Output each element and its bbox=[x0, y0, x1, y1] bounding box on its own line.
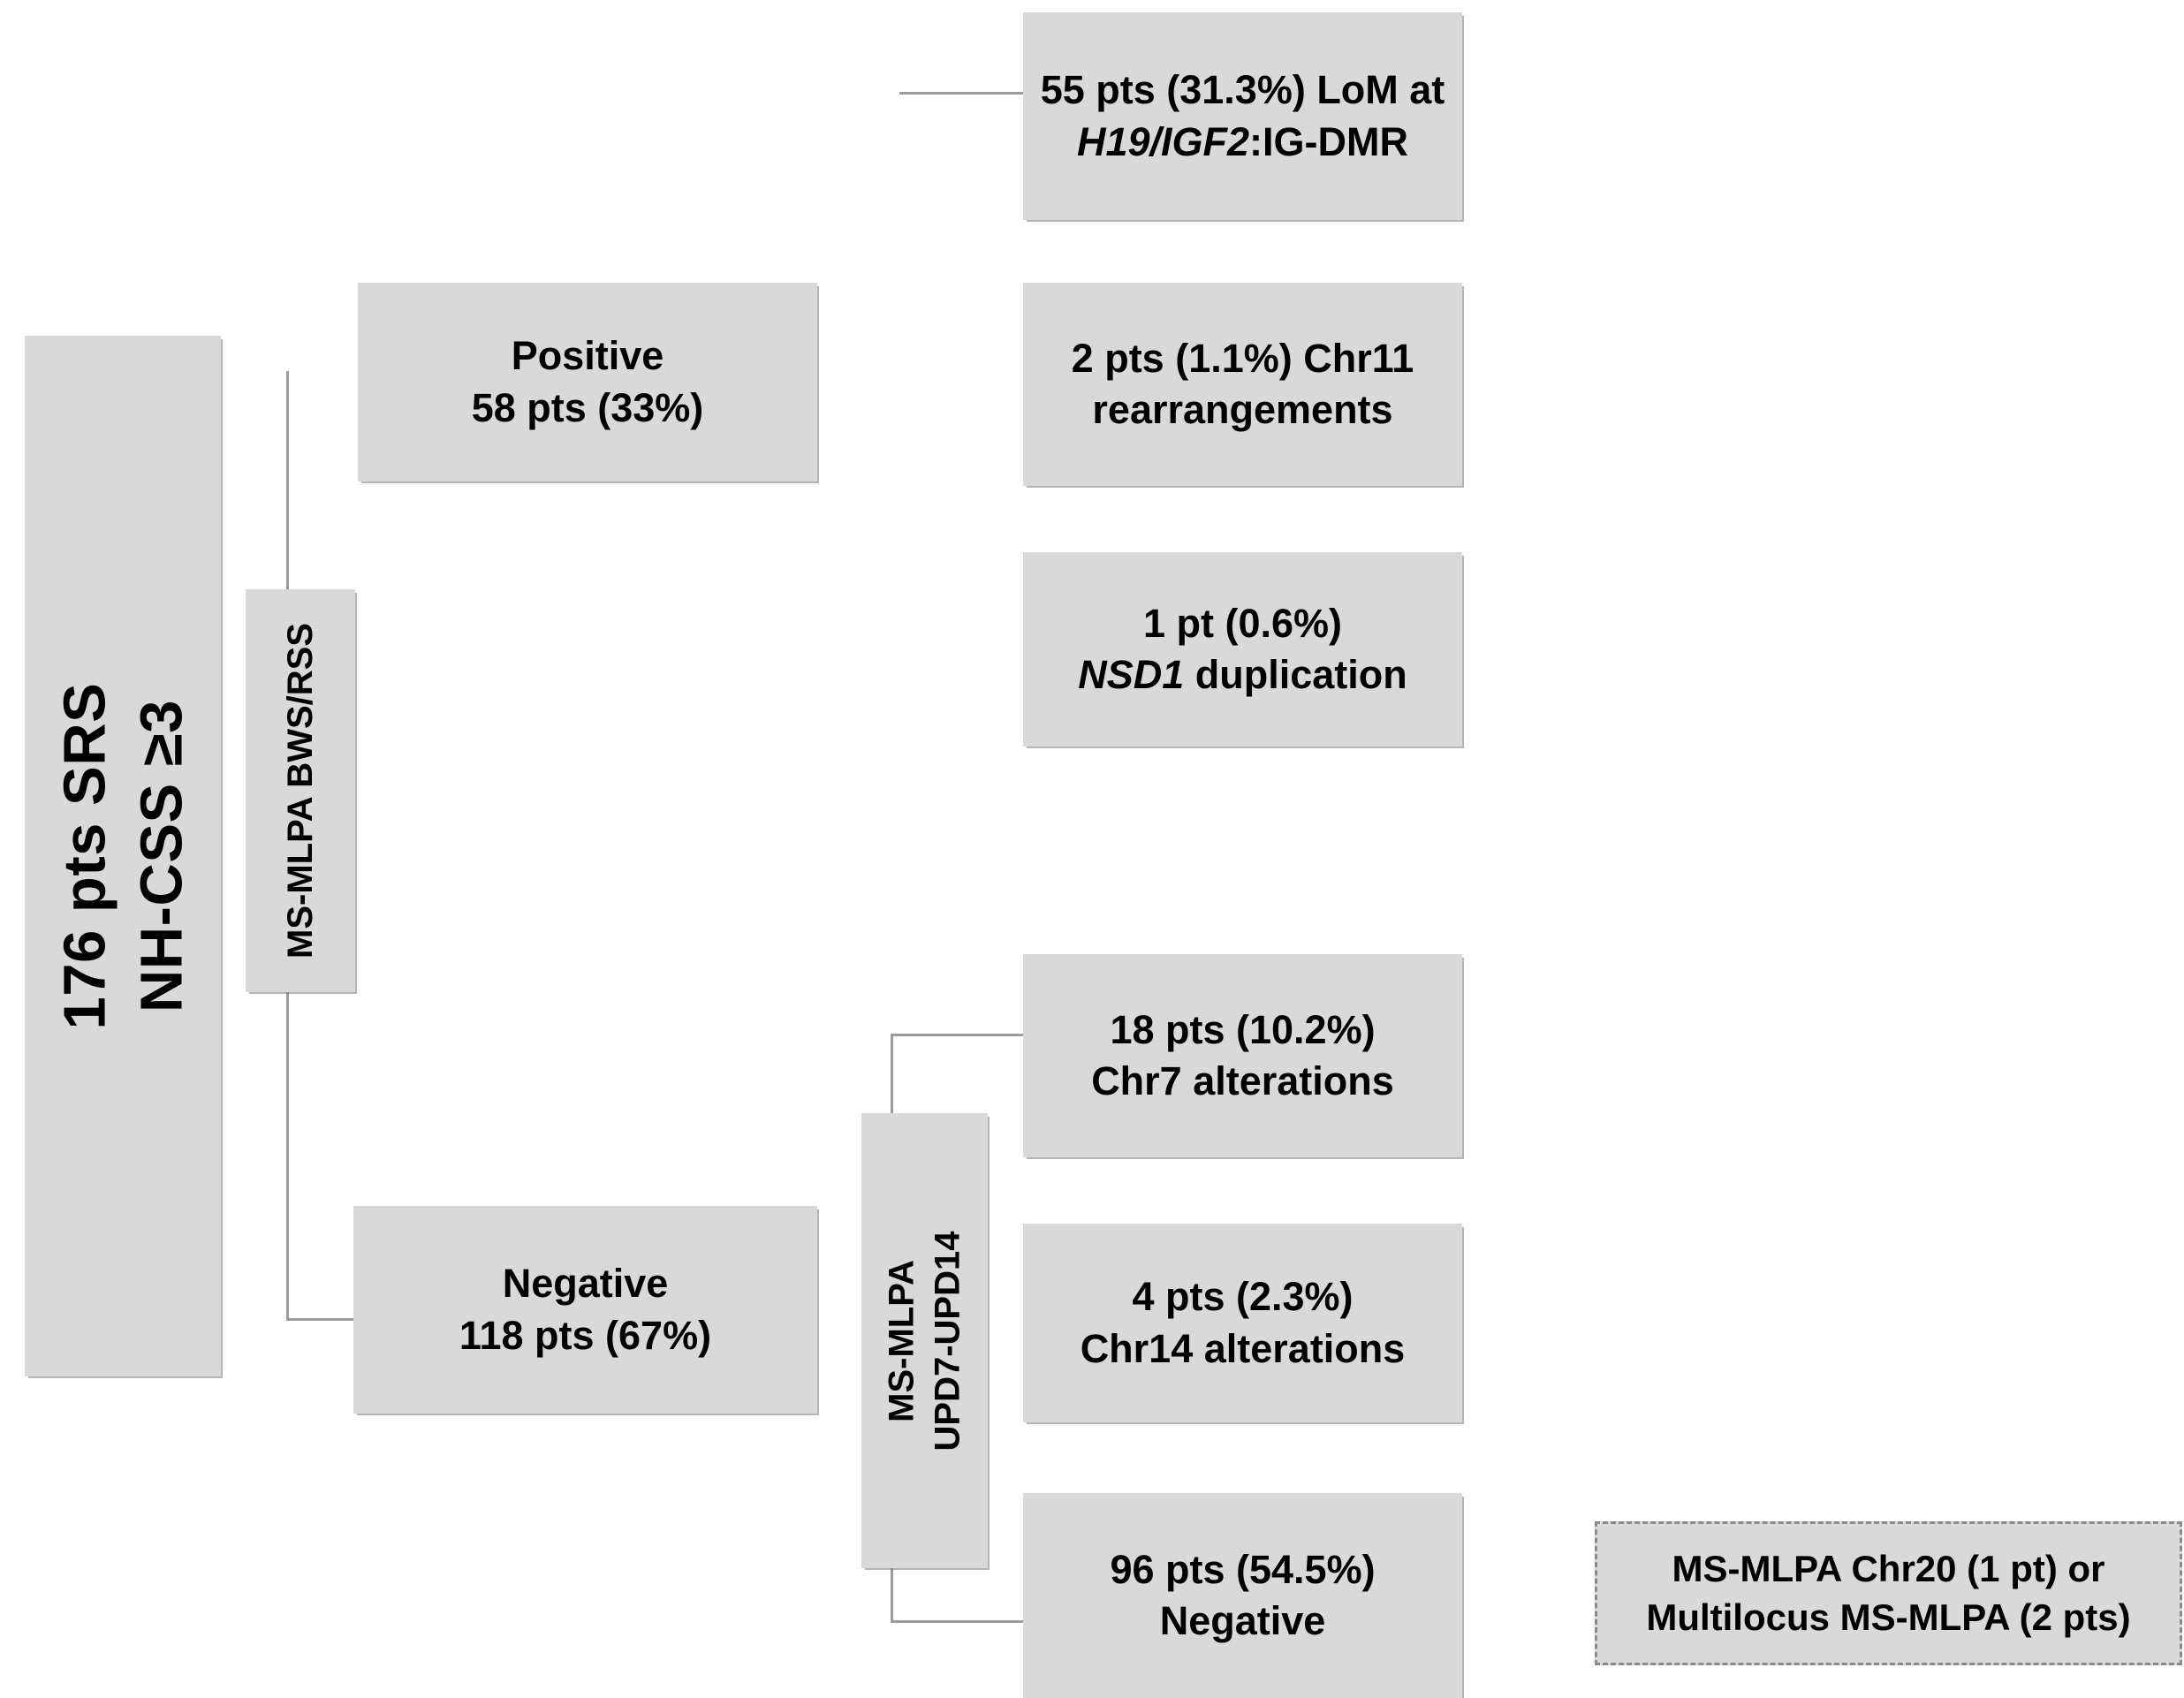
cohort-box-text: 176 pts SRS NH-CSS ≥3 bbox=[46, 683, 200, 1030]
assay-box-upd7-upd14-text: MS-MLPA UPD7-UPD14 bbox=[879, 1231, 971, 1451]
gene-name-nsd1: NSD1 bbox=[1078, 652, 1185, 697]
outcome-neg96-line-1: 96 pts (54.5%) bbox=[1110, 1546, 1376, 1592]
outcome-h19-line-2: H19/IGF2:IG-DMR bbox=[1023, 117, 1462, 169]
footnote-line-1: MS-MLPA Chr20 (1 pt) or bbox=[1672, 1547, 2105, 1589]
cohort-line-2: NH-CSS ≥3 bbox=[128, 700, 194, 1012]
outcome-nsd1-line-2-rest: duplication bbox=[1184, 652, 1407, 697]
gene-name-h19-igf2: H19/IGF2 bbox=[1076, 118, 1250, 164]
footnote-line-2: Multilocus MS-MLPA (2 pts) bbox=[1646, 1596, 2131, 1638]
assay-box-bws-rss: MS-MLPA BWS/RSS bbox=[246, 589, 355, 992]
outcome-chr14-line-2: Chr14 alterations bbox=[1080, 1325, 1406, 1371]
assay-upd-line-1: MS-MLPA bbox=[882, 1259, 921, 1422]
outcome-box-h19-igf2: 55 pts (31.3%) LoM at H19/IGF2:IG-DMR bbox=[1023, 12, 1462, 220]
outcome-box-chr7: 18 pts (10.2%) Chr7 alterations bbox=[1023, 954, 1462, 1157]
outcome-chr7-line-1: 18 pts (10.2%) bbox=[1110, 1006, 1376, 1052]
positive-line-2: 58 pts (33%) bbox=[471, 384, 704, 430]
connector-upd-to-negative96-horizontal bbox=[891, 1620, 1025, 1623]
assay-box-bws-rss-text: MS-MLPA BWS/RSS bbox=[277, 623, 323, 959]
outcome-h19-line-1: 55 pts (31.3%) LoM at bbox=[1040, 67, 1445, 112]
assay-upd-line-2: UPD7-UPD14 bbox=[928, 1231, 967, 1451]
connector-bwsrss-to-negative-horizontal bbox=[286, 1318, 357, 1321]
outcome-box-negative-96: 96 pts (54.5%) Negative bbox=[1023, 1493, 1462, 1698]
positive-line-1: Positive bbox=[511, 333, 664, 378]
outcome-h19-line-2-rest: :IG-DMR bbox=[1249, 118, 1409, 164]
outcome-chr11-line-2: rearrangements bbox=[1092, 387, 1393, 432]
outcome-chr14-line-1: 4 pts (2.3%) bbox=[1132, 1274, 1354, 1319]
connector-upd-to-negative96-vertical bbox=[891, 1564, 893, 1623]
connector-bwsrss-to-positive bbox=[286, 371, 289, 592]
outcome-box-chr14: 4 pts (2.3%) Chr14 alterations bbox=[1023, 1224, 1462, 1422]
outcome-neg96-line-2: Negative bbox=[1159, 1598, 1326, 1643]
footnote-box-additional-assays: MS-MLPA Chr20 (1 pt) or Multilocus MS-ML… bbox=[1595, 1521, 2182, 1665]
connector-upd-to-chr7-vertical bbox=[891, 1034, 893, 1118]
outcome-nsd1-line-1: 1 pt (0.6%) bbox=[1142, 600, 1343, 646]
outcome-nsd1-line-2: NSD1 duplication bbox=[1023, 649, 1462, 701]
connector-to-h19-igf2-box bbox=[899, 92, 1025, 95]
cohort-box: 176 pts SRS NH-CSS ≥3 bbox=[25, 336, 221, 1376]
outcome-box-chr11: 2 pts (1.1%) Chr11 rearrangements bbox=[1023, 283, 1462, 486]
cohort-line-1: 176 pts SRS bbox=[50, 682, 118, 1030]
result-box-negative: Negative 118 pts (67%) bbox=[353, 1206, 817, 1414]
outcome-chr7-line-2: Chr7 alterations bbox=[1091, 1058, 1394, 1103]
assay-box-upd7-upd14: MS-MLPA UPD7-UPD14 bbox=[861, 1113, 988, 1568]
connector-bwsrss-to-negative-vertical bbox=[286, 989, 289, 1321]
outcome-box-nsd1: 1 pt (0.6%) NSD1 duplication bbox=[1023, 552, 1462, 747]
negative-line-1: Negative bbox=[502, 1261, 669, 1306]
negative-line-2: 118 pts (67%) bbox=[459, 1312, 712, 1358]
assay-bws-rss-label: MS-MLPA BWS/RSS bbox=[281, 623, 321, 959]
result-box-positive: Positive 58 pts (33%) bbox=[358, 283, 817, 481]
outcome-chr11-line-1: 2 pts (1.1%) Chr11 bbox=[1071, 335, 1414, 381]
connector-upd-to-chr7-horizontal bbox=[891, 1034, 1025, 1036]
